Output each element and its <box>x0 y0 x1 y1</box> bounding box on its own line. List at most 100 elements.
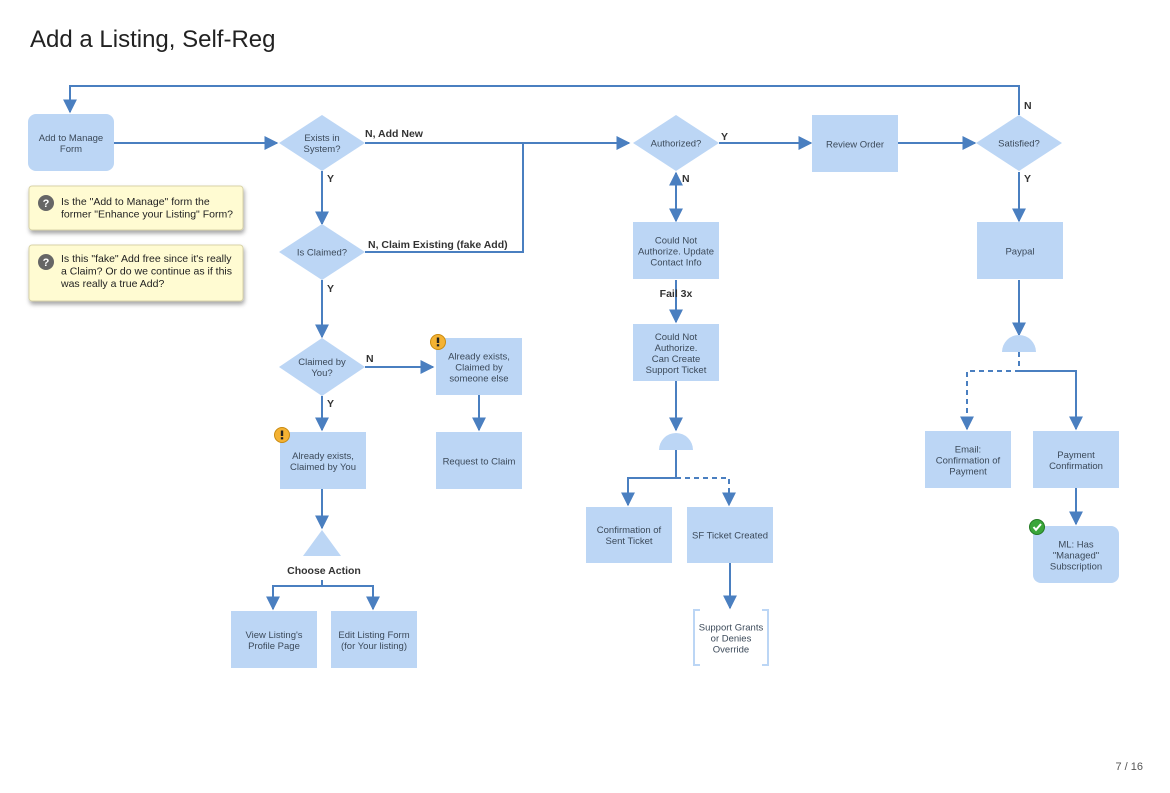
node-text-line: "Managed" <box>1053 551 1099 562</box>
question-icon: ? <box>38 254 54 270</box>
node-request-to-claim: Request to Claim <box>436 432 522 489</box>
node-ml-managed: ML: Has"Managed"Subscription <box>1033 526 1119 583</box>
node-text-line: Confirmation of <box>936 456 1001 467</box>
node-text-line: Profile Page <box>248 641 300 652</box>
label-y-satisfied: Y <box>1024 173 1031 185</box>
label-n-add-new: N, Add New <box>365 128 424 140</box>
node-choose-action <box>303 530 341 556</box>
label-n-claim-existing: N, Claim Existing (fake Add) <box>368 239 508 251</box>
node-sf-ticket-created: SF Ticket Created <box>687 507 773 563</box>
node-text-line: Can Create <box>652 354 701 365</box>
node-text-line: Contact Info <box>650 258 701 269</box>
svg-text:Is this "fake" Add free since: Is this "fake" Add free since it's reall… <box>60 253 232 290</box>
svg-text:Review Order: Review Order <box>826 140 884 151</box>
note-text-line: was really a true Add? <box>60 278 164 290</box>
svg-text:SF Ticket Created: SF Ticket Created <box>692 531 768 542</box>
label-y-claimed-by-you: Y <box>327 398 334 410</box>
node-text-line: Authorize. Update <box>638 247 714 258</box>
label-n-claimed-by-you: N <box>366 353 374 365</box>
node-text-line: Form <box>60 144 82 155</box>
edge-isclaimed-no <box>365 143 524 253</box>
node-text-line: Claimed by You <box>290 462 356 473</box>
node-text-line: Support Ticket <box>646 365 707 376</box>
node-text-line: ML: Has <box>1058 540 1094 551</box>
svg-text:?: ? <box>43 198 50 210</box>
node-text-line: Override <box>713 645 749 656</box>
node-text-line: Confirmation <box>1049 461 1103 472</box>
node-already-exists-you: Already exists,Claimed by You <box>280 432 366 489</box>
node-text-line: or Denies <box>711 634 752 645</box>
edge-satisfied-no-loop <box>63 85 1020 115</box>
node-text-line: View Listing's <box>245 630 302 641</box>
node-text-line: System? <box>304 144 341 155</box>
svg-text:ML: Has"Managed"Subscription: ML: Has"Managed"Subscription <box>1050 540 1102 573</box>
node-text-line: Subscription <box>1050 562 1102 573</box>
note-fake-add-question: ? Is this "fake" Add free since it's rea… <box>28 244 244 302</box>
note-text-line: former "Enhance your Listing" Form? <box>61 209 233 221</box>
svg-text:Authorized?: Authorized? <box>651 139 702 150</box>
node-ticket-split <box>659 433 693 450</box>
node-text-line: Claimed by <box>455 363 503 374</box>
node-text-line: someone else <box>449 374 508 385</box>
node-text-line: Email: <box>955 445 981 456</box>
label-fail-3x: Fail 3x <box>660 288 693 300</box>
node-text-line: Edit Listing Form <box>338 630 409 641</box>
node-text-line: Request to Claim <box>443 457 516 468</box>
svg-text:Edit Listing Form(for Your lis: Edit Listing Form(for Your listing) <box>338 630 409 652</box>
label-y-exists: Y <box>327 173 334 185</box>
node-text-line: Review Order <box>826 140 884 151</box>
note-text-line: Is this "fake" Add free since it's reall… <box>61 253 232 265</box>
note-text-line: Is the "Add to Manage" form the <box>61 196 210 208</box>
edge-choose-to-edit <box>322 585 380 611</box>
note-text-line: a Claim? Or do we continue as if this <box>61 266 232 278</box>
label-choose-action: Choose Action <box>287 565 361 577</box>
node-text-line: Add to Manage <box>39 133 103 144</box>
page-title: Add a Listing, Self-Reg <box>30 26 276 53</box>
node-satisfied: Satisfied? <box>976 115 1062 171</box>
node-paypal-split <box>1002 335 1036 352</box>
node-text-line: Could Not <box>655 236 698 247</box>
node-edit-listing: Edit Listing Form(for Your listing) <box>331 611 417 668</box>
svg-text:Already exists,Claimed by You: Already exists,Claimed by You <box>290 451 356 473</box>
node-review-order: Review Order <box>812 115 898 172</box>
node-text-line: Support Grants <box>699 623 764 634</box>
edge-paypal-split-dashed <box>960 352 1020 431</box>
node-text-line: Payment <box>949 467 987 478</box>
node-text-line: Paypal <box>1005 247 1034 258</box>
node-text-line: Sent Ticket <box>606 536 653 547</box>
edge-paypal-split-solid <box>1019 370 1083 431</box>
node-text-line: Authorize. <box>655 343 698 354</box>
node-text-line: You? <box>311 368 332 379</box>
svg-text:Request to Claim: Request to Claim <box>443 457 516 468</box>
node-paypal: Paypal <box>977 222 1063 279</box>
warning-icon <box>430 334 446 350</box>
label-y-authorized: Y <box>721 131 728 143</box>
node-text-line: Exists in <box>304 133 339 144</box>
svg-text:Is Claimed?: Is Claimed? <box>297 248 347 259</box>
node-text-line: SF Ticket Created <box>692 531 768 542</box>
question-icon: ? <box>38 195 54 211</box>
svg-text:Paypal: Paypal <box>1005 247 1034 258</box>
label-y-claimed: Y <box>327 283 334 295</box>
edge-split-dashed <box>676 477 736 507</box>
